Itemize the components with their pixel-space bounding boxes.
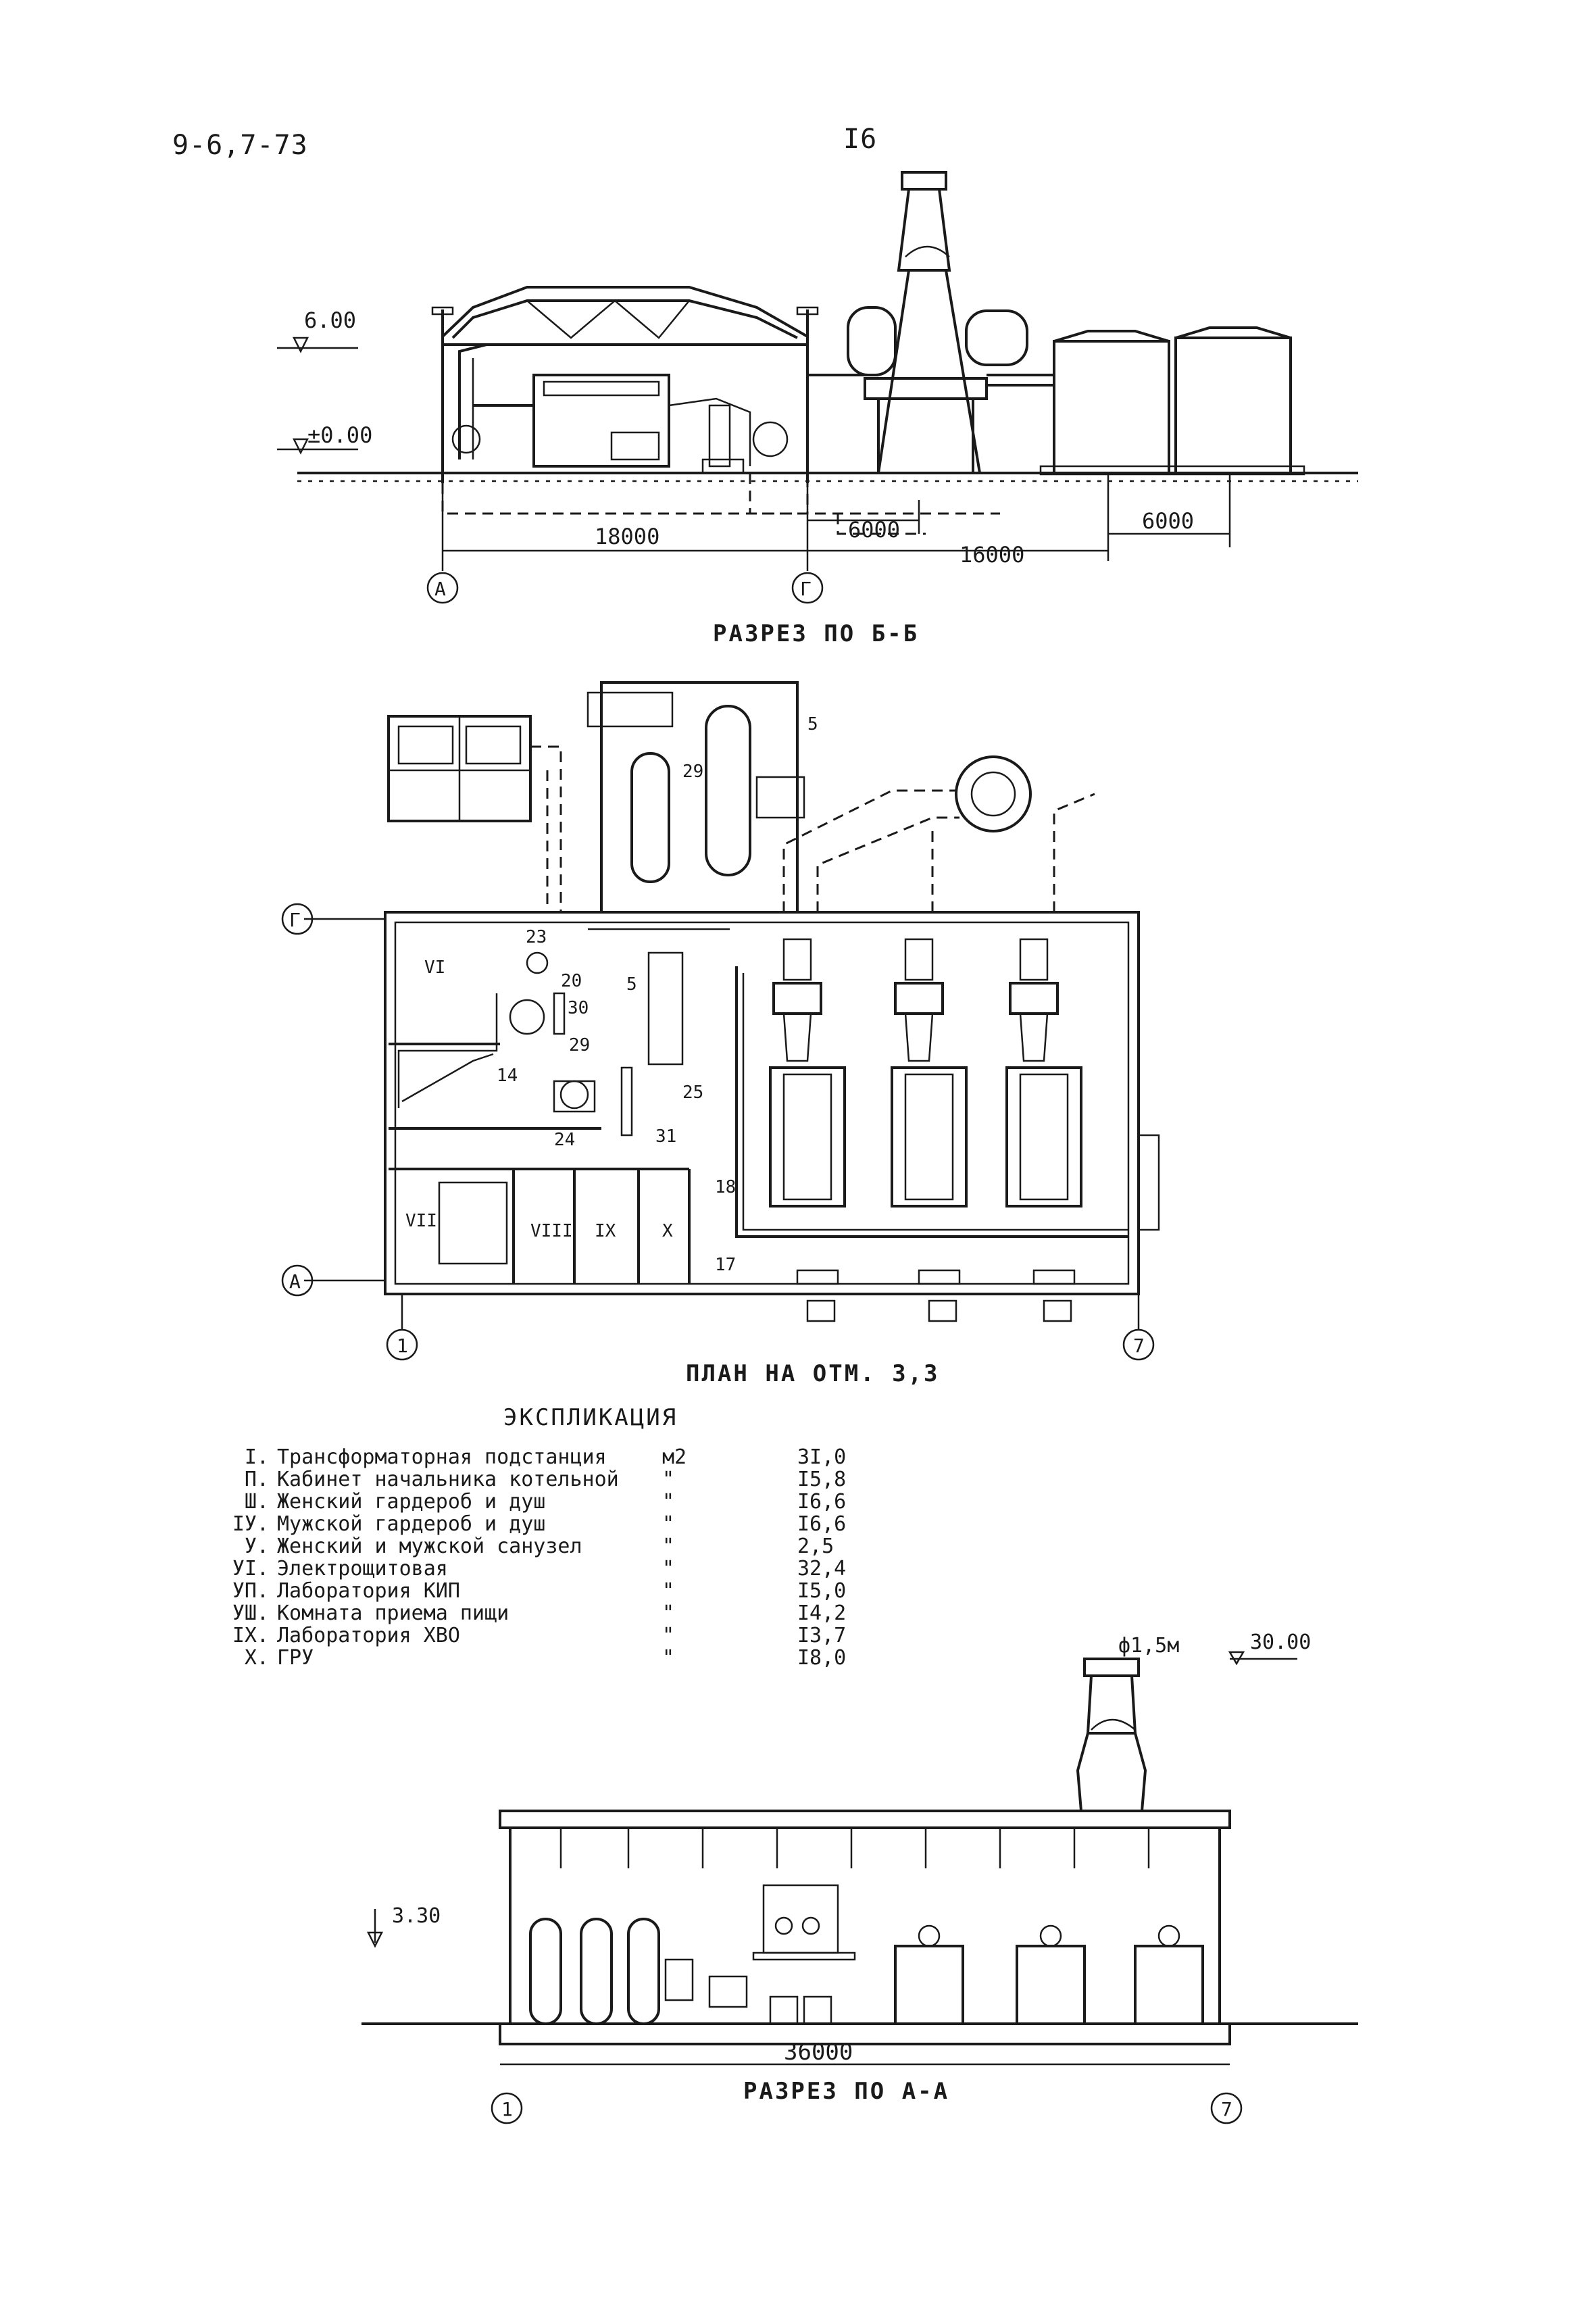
- tag-25: 25: [682, 1082, 703, 1103]
- bb-axis-a: А: [434, 578, 446, 600]
- room-viii: VIII: [530, 1221, 573, 1241]
- boiler-2: [891, 938, 968, 1208]
- tag-30: 30: [568, 998, 589, 1018]
- aa-level-mid: 3.30: [392, 1904, 441, 1928]
- section-bb-title: РАЗРЕЗ ПО Б-Б: [713, 620, 920, 647]
- room-x: X: [662, 1221, 673, 1241]
- bb-dim-4: 6000: [1142, 508, 1194, 534]
- tag-14: 14: [497, 1066, 518, 1086]
- bb-dim-2: 6000: [848, 517, 900, 543]
- section-bb-drawing: [277, 171, 1358, 604]
- plan-axis-a: А: [289, 1270, 301, 1293]
- plan-axis-1: 1: [397, 1335, 408, 1357]
- section-aa-drawing: [361, 1651, 1358, 2124]
- plan-axis-7: 7: [1133, 1335, 1145, 1357]
- explication-title: ЭКСПЛИКАЦИЯ: [503, 1404, 678, 1431]
- bb-dim-3: 16000: [959, 542, 1024, 568]
- tag-17: 17: [715, 1255, 736, 1275]
- plan-drawing: [281, 681, 1160, 1361]
- aa-axis-7: 7: [1221, 2098, 1232, 2120]
- boiler-1: [769, 938, 846, 1208]
- tag-23: 23: [526, 927, 547, 947]
- plan-title: ПЛАН НА ОТМ. 3,3: [686, 1360, 940, 1387]
- tag-29-annex: 29: [682, 762, 703, 782]
- aa-axis-1: 1: [501, 2098, 513, 2120]
- tag-31: 31: [655, 1126, 676, 1147]
- aa-stack-diameter: ф1,5м: [1118, 1634, 1179, 1658]
- tag-29: 29: [569, 1035, 590, 1055]
- tag-20: 20: [561, 971, 582, 991]
- tag-5: 5: [626, 974, 637, 995]
- bb-dim-1: 18000: [595, 524, 659, 549]
- document-code: 9-6,7-73: [172, 130, 308, 161]
- room-vi: VI: [424, 957, 445, 978]
- bb-axis-g: Г: [800, 578, 812, 600]
- aa-level-top: 30.00: [1250, 1631, 1311, 1654]
- section-aa-title: РАЗРЕЗ ПО А-А: [743, 2078, 950, 2105]
- boiler-3: [1005, 938, 1082, 1208]
- tag-24: 24: [554, 1130, 575, 1150]
- room-vii: VII: [405, 1211, 437, 1231]
- bb-level-top: 6.00: [304, 307, 356, 333]
- page-number: I6: [843, 124, 878, 155]
- plan-axis-g: Г: [289, 909, 301, 931]
- aa-dim-total: 36000: [784, 2039, 853, 2066]
- room-ix: IX: [595, 1221, 616, 1241]
- tag-18: 18: [715, 1177, 736, 1197]
- tag-5-annex: 5: [807, 714, 818, 735]
- bb-level-ground: ±0.00: [307, 422, 372, 448]
